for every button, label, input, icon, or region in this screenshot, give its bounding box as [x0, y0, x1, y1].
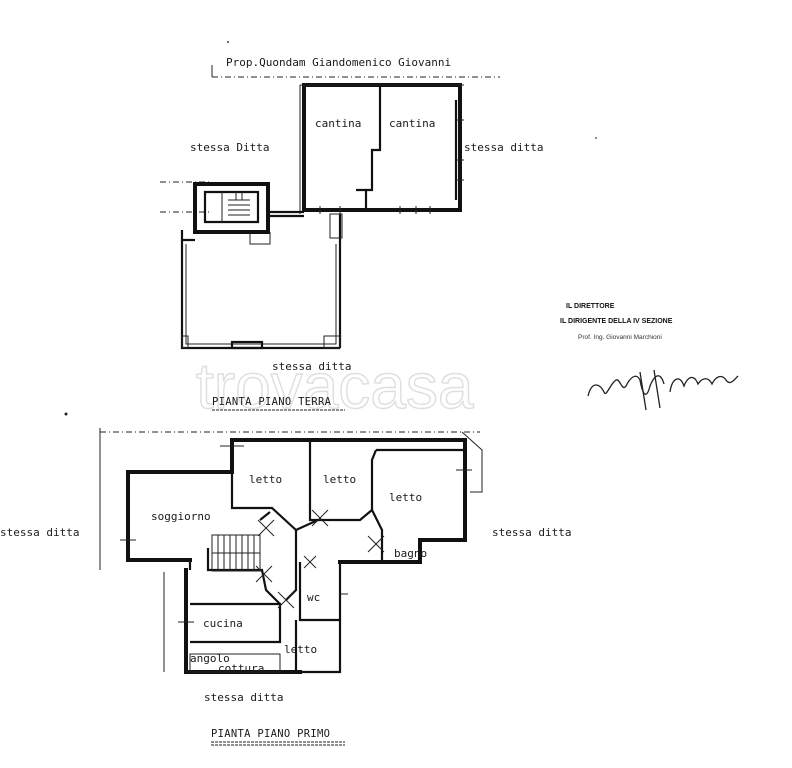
owner-label: Prop.Quondam Giandomenico Giovanni [226, 56, 451, 69]
ground-floor-title: PIANTA PIANO TERRA [212, 396, 332, 408]
ground-floor-plan: Prop.Quondam Giandomenico Giovanni canti… [160, 56, 543, 411]
first-floor-title: PIANTA PIANO PRIMO [211, 728, 330, 740]
room-cantina-2: cantina [389, 117, 435, 130]
neighbor-right-ground: stessa ditta [464, 141, 543, 154]
neighbor-bottom-ground: stessa ditta [272, 360, 351, 373]
room-cantina-1: cantina [315, 117, 361, 130]
room-wc: wc [307, 591, 320, 604]
room-cucina: cucina [203, 617, 243, 630]
neighbor-left-first: stessa ditta [0, 526, 79, 539]
first-floor-stairs [211, 534, 261, 572]
ground-stairs [221, 192, 250, 222]
neighbor-right-first: stessa ditta [492, 526, 571, 539]
stamp-line-1: IL DIRETTORE [566, 303, 615, 310]
first-floor-plan: letto letto letto soggiorno bagno wc cuc… [0, 428, 571, 746]
room-bagno: bagno [394, 547, 427, 560]
room-letto-3: letto [389, 491, 422, 504]
room-soggiorno: soggiorno [151, 510, 211, 523]
neighbor-bottom-first: stessa ditta [204, 691, 283, 704]
room-letto-2: letto [323, 473, 356, 486]
room-letto-4: letto [284, 643, 317, 656]
room-cottura: cottura [218, 662, 264, 675]
stamp-line-2: IL DIRIGENTE DELLA IV SEZIONE [560, 318, 673, 325]
handwritten-signature [587, 369, 739, 411]
door-marks [255, 509, 385, 609]
room-angolo: angolo [190, 652, 230, 665]
neighbor-left-ground: stessa Ditta [190, 141, 269, 154]
room-letto-1: letto [249, 473, 282, 486]
approval-stamp: IL DIRETTORE IL DIRIGENTE DELLA IV SEZIO… [560, 303, 739, 411]
stamp-line-3: Prof. Ing. Giovanni Marchioni [578, 334, 662, 341]
